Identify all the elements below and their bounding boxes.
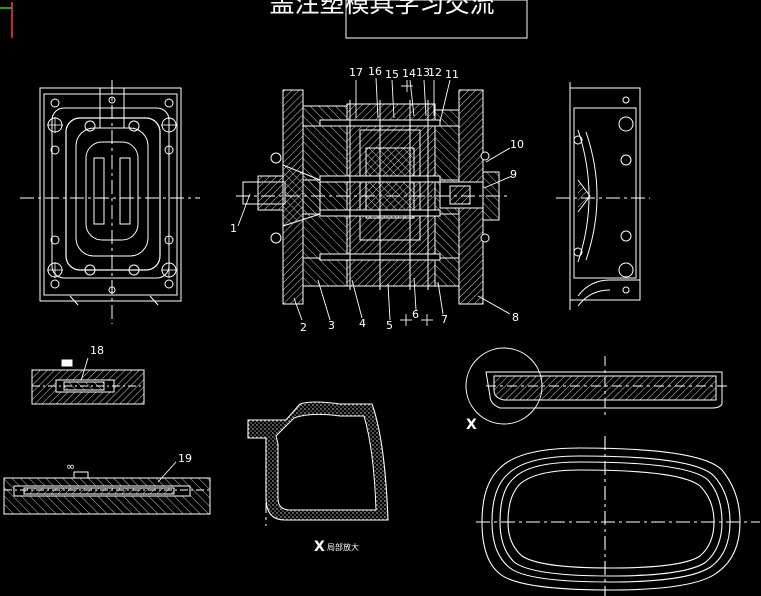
lid-plan-view	[476, 436, 760, 596]
mold-top-view	[20, 80, 200, 324]
part-label-4: 4	[359, 317, 366, 330]
title-block: 盖注塑模具学习交流	[269, 0, 528, 39]
lid-side-section: X	[465, 347, 730, 433]
part-label-15: 15	[385, 68, 399, 81]
part-label-3: 3	[328, 319, 335, 332]
part-labels: 1 2 3 4 5 6 7 8 9 10 11 12 13 14 15 16 1…	[90, 65, 524, 465]
detail-caption-text: 局部放大	[327, 542, 359, 552]
part-label-7: 7	[441, 313, 448, 326]
part-label-11: 11	[445, 68, 459, 81]
part-label-10: 10	[510, 138, 524, 151]
drawing-title: 盖注塑模具学习交流	[269, 0, 494, 18]
leader-lines	[79, 77, 513, 483]
detail-x-enlarged: X 局部放大	[247, 401, 389, 555]
detail-x-marker: X	[466, 417, 477, 433]
center-marks	[400, 80, 433, 326]
part-label-14: 14	[402, 67, 416, 80]
part-label-13: 13	[416, 66, 430, 79]
part-label-2: 2	[300, 321, 307, 334]
part-18-detail	[31, 359, 145, 405]
part-label-17: 17	[349, 66, 363, 79]
detail-caption-letter: X	[314, 539, 325, 555]
mold-side-view	[556, 82, 650, 310]
part-label-16: 16	[368, 65, 382, 78]
part-label-1: 1	[230, 222, 237, 235]
part-label-5: 5	[386, 319, 393, 332]
part-label-12: 12	[428, 66, 442, 79]
part-label-19: 19	[178, 452, 192, 465]
svg-text:∞: ∞	[66, 460, 75, 473]
ucs-axis-icon	[0, 2, 13, 38]
part-19-detail: ∞	[3, 460, 211, 515]
part-label-18: 18	[90, 344, 104, 357]
part-label-9: 9	[510, 168, 517, 181]
part-label-6: 6	[412, 308, 419, 321]
part-label-8: 8	[512, 311, 519, 324]
mold-section-view	[236, 89, 510, 305]
